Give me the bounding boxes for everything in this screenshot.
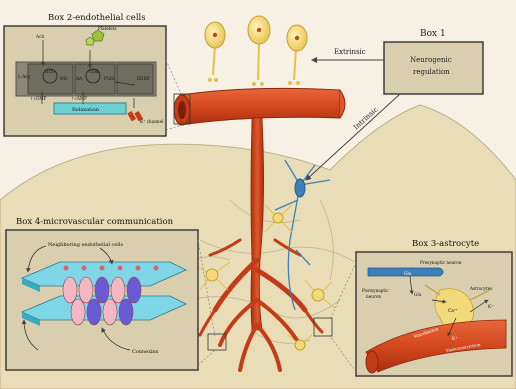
box1-title: Box 1 — [420, 29, 446, 39]
k-lower-label: K⁺ — [452, 336, 457, 341]
ca-label: Ca²⁺ — [448, 308, 458, 313]
box2-endothelial: Box 2-endothelial cells Ach Platelets L-… — [4, 13, 166, 136]
postsynaptic-label-2: neuron — [366, 294, 381, 299]
edhf-label: EDHF — [137, 76, 150, 81]
aa-label: AA — [75, 76, 83, 81]
platelets-label: Platelets — [98, 26, 116, 31]
astrocytes-label: Astrocytes — [469, 286, 492, 291]
neighboring-cells-label: Neighboring endothelial cells — [48, 242, 123, 248]
camp-label: ↑cAMP — [71, 96, 87, 101]
glu-label-1: Glu — [404, 271, 412, 276]
nos-label: NOS — [45, 69, 55, 74]
l-arg-label: L-Arg — [18, 74, 30, 79]
box3-title: Box 3-astrocyte — [412, 239, 479, 249]
no-label: NO — [60, 76, 68, 81]
extrinsic-label: Extrinsic — [334, 48, 366, 56]
box3-astrocyte: Box 3-astrocyte Presynaptic neuron Glu P… — [356, 239, 512, 376]
cgmp-label: ↑cGMP — [30, 96, 46, 101]
postsynaptic-label-1: Postsynaptic — [362, 288, 389, 293]
ach-label: Ach — [35, 34, 44, 39]
box1-line2: regulation — [413, 68, 450, 76]
presynaptic-label: Presynaptic neuron — [420, 260, 462, 265]
box1-line1: Neurogenic — [410, 56, 452, 64]
pgi2-label: PGI2 — [104, 76, 115, 81]
glu-label-2: Glu — [414, 292, 422, 297]
box2-title: Box 2-endothelial cells — [48, 13, 146, 23]
relaxation-label: Relaxation — [72, 107, 100, 113]
k-channel-label: K⁺ channel — [140, 119, 164, 124]
k-label: K⁺ — [488, 304, 493, 309]
cox-label: COX — [89, 69, 99, 74]
box4-microvascular: Box 4-microvascular communication — [6, 217, 198, 370]
connexins-label: Connexins — [132, 349, 159, 355]
box4-title: Box 4-microvascular communication — [16, 217, 174, 227]
